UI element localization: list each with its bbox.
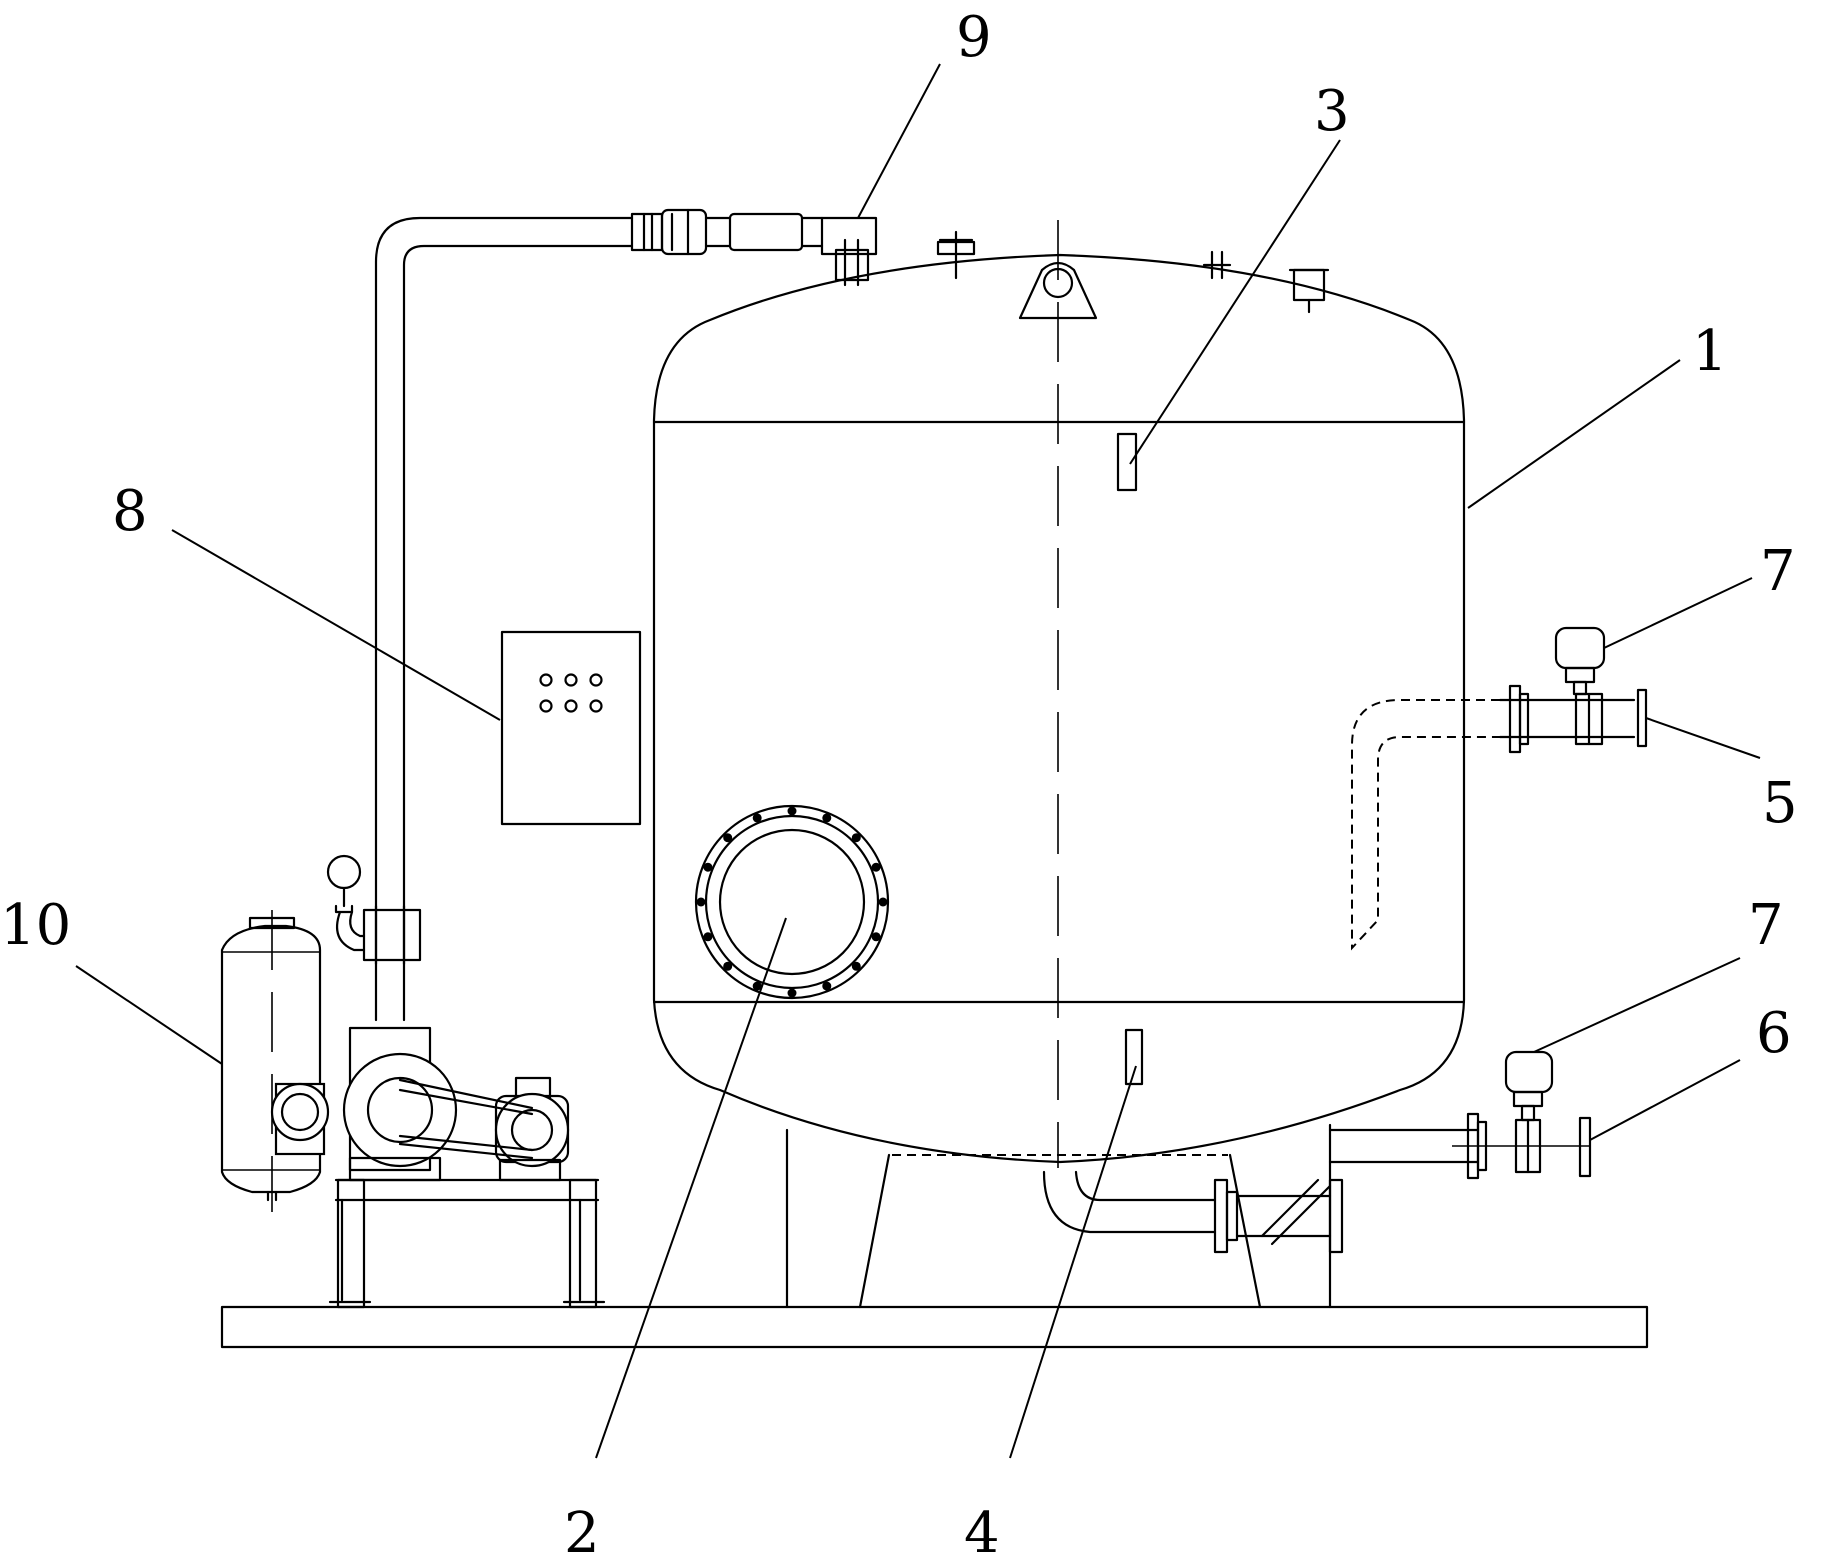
top-nozzle	[1288, 268, 1330, 314]
lower-level-marker	[1124, 1028, 1144, 1086]
flange-bolt	[851, 833, 861, 843]
flange-bolt	[752, 813, 762, 823]
flange-bolt	[851, 961, 861, 971]
flange-bolt	[703, 932, 713, 942]
flange-bolt	[787, 988, 797, 998]
control-box	[500, 630, 642, 826]
separator-tank	[220, 910, 330, 1212]
pressure-gauge	[326, 854, 422, 966]
pipe-connector	[820, 216, 878, 256]
leader-lines	[75, 63, 1761, 1459]
tank-supports	[785, 1123, 1332, 1309]
tank-body	[652, 220, 1466, 1168]
drain-pipe	[1042, 1170, 1344, 1254]
flange-bolt	[787, 806, 797, 816]
pump-motor	[494, 1076, 570, 1182]
flange-bolt	[871, 862, 881, 872]
bottom-outlet-pipe	[1328, 1112, 1592, 1180]
callout-3: 3	[1314, 79, 1350, 144]
top-nozzle	[1202, 250, 1232, 280]
flange-bolt	[822, 981, 832, 991]
flange-bolt	[696, 897, 706, 907]
pump-stand	[328, 1178, 606, 1309]
callout-7-upper: 7	[1760, 539, 1796, 604]
upper-actuator	[1554, 626, 1606, 696]
callout-1: 1	[1692, 319, 1728, 384]
callout-8: 8	[112, 479, 148, 544]
vacuum-pipeline	[374, 208, 824, 1022]
flange-bolt	[752, 981, 762, 991]
drive-belt	[398, 1078, 534, 1160]
upper-outlet-pipe	[1498, 684, 1648, 754]
top-nozzle	[936, 230, 976, 280]
callout-7-lower: 7	[1748, 893, 1784, 958]
callout-9: 9	[956, 5, 992, 70]
callout-10: 10	[0, 893, 71, 958]
flange-bolt	[822, 813, 832, 823]
flange-bolt	[703, 862, 713, 872]
flange-bolt	[878, 897, 888, 907]
lower-actuator	[1504, 1050, 1554, 1122]
callout-5: 5	[1762, 771, 1798, 836]
flange-bolt	[871, 932, 881, 942]
manhole	[694, 804, 890, 1000]
flange-bolt	[723, 961, 733, 971]
callout-6: 6	[1756, 1001, 1792, 1066]
callout-labels: 1 2 3 4 5 6 7 7 8 9 10	[0, 5, 1798, 1566]
flange-bolt	[723, 833, 733, 843]
callout-4: 4	[964, 1501, 1000, 1566]
callout-2: 2	[564, 1501, 600, 1566]
upper-level-marker	[1116, 432, 1138, 492]
vacuum-pump	[342, 1026, 458, 1182]
base-frame	[220, 1305, 1649, 1349]
